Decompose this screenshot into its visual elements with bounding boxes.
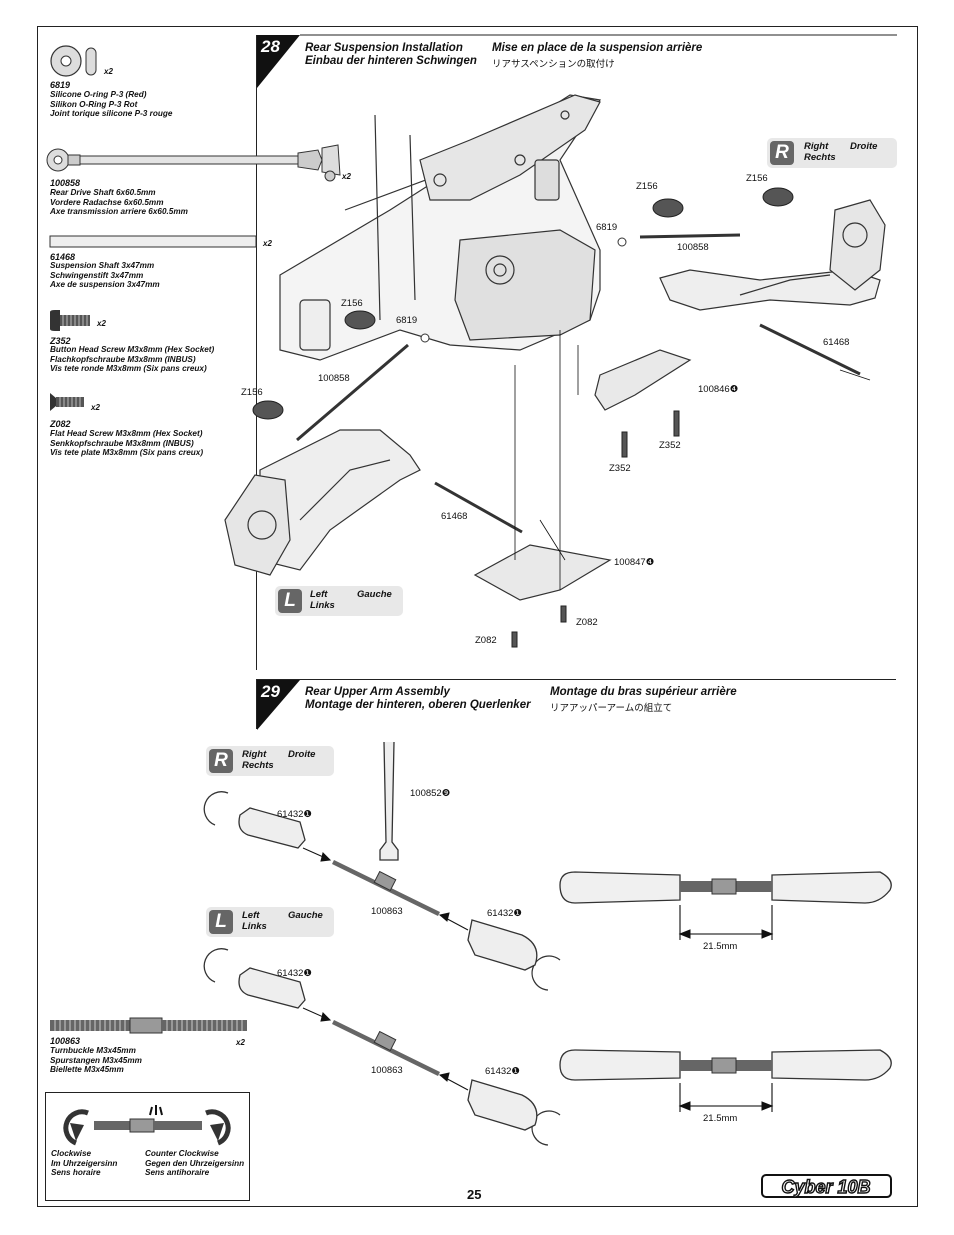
part-number: Z082 xyxy=(50,419,71,429)
part-qty: x2 xyxy=(342,172,351,181)
step29-number: 29 xyxy=(261,682,280,701)
counter-clockwise-arrow-icon xyxy=(210,1123,224,1141)
step29-column-divider xyxy=(256,679,257,729)
step28-label: 100858 xyxy=(677,242,709,253)
column-divider xyxy=(256,35,257,670)
right-letter-icon: R xyxy=(209,749,233,773)
step28-title-de: Einbau der hinteren Schwingen xyxy=(305,55,477,67)
right-label-en: Right xyxy=(242,749,267,760)
step28-title-en: Rear Suspension Installation xyxy=(305,42,463,54)
step28-label: Z156 xyxy=(341,298,363,309)
right-letter-icon: R xyxy=(770,141,794,165)
left-label-fr: Gauche xyxy=(357,589,392,600)
part-qty: x2 xyxy=(97,319,106,328)
step28-number: 28 xyxy=(261,37,280,56)
left-label-en: Left xyxy=(310,589,328,600)
step28-label: Z352 xyxy=(609,463,631,474)
part-qty: x2 xyxy=(104,67,113,76)
step28-label: 100858 xyxy=(318,373,350,384)
step28-right-side-box: R Right Rechts Droite xyxy=(767,138,897,168)
part-qty: x2 xyxy=(263,239,272,248)
step28-label: 6819 xyxy=(596,222,618,233)
step29-label: 100863 xyxy=(371,906,403,917)
left-letter-icon: L xyxy=(209,910,233,934)
left-label-fr: Gauche xyxy=(288,910,323,921)
dimension-label: 21.5mm xyxy=(703,941,738,952)
step29-label: 61432❶ xyxy=(277,968,312,979)
left-letter-icon: L xyxy=(278,589,302,613)
right-label-de: Rechts xyxy=(242,760,274,771)
part-number: 61468 xyxy=(50,252,76,262)
step28-label: Z156 xyxy=(746,173,768,184)
step29-right-side-box: R Right Rechts Droite xyxy=(206,746,334,776)
step28-label: Z352 xyxy=(659,440,681,451)
step-divider xyxy=(256,679,896,680)
dimension-label: 21.5mm xyxy=(703,1113,738,1124)
cyber-10b-logo: Cyber 10B xyxy=(760,1172,893,1200)
step28-label: 61468 xyxy=(441,511,468,522)
part-number: 100863 xyxy=(50,1036,81,1046)
part-qty: x2 xyxy=(91,403,100,412)
step28-label: Z082 xyxy=(576,617,598,628)
step28-label: 100847❹ xyxy=(614,557,655,568)
right-label-fr: Droite xyxy=(850,141,878,152)
part-number: 6819 xyxy=(50,80,71,90)
part-description: Button Head Screw M3x8mm (Hex Socket)Fla… xyxy=(50,345,215,373)
clockwise-arrow-icon xyxy=(70,1123,84,1141)
part-description: Flat Head Screw M3x8mm (Hex Socket)Senkk… xyxy=(50,429,204,457)
right-label-de: Rechts xyxy=(804,152,836,163)
left-label-en: Left xyxy=(242,910,260,921)
right-label-en: Right xyxy=(804,141,829,152)
part-qty: x2 xyxy=(236,1038,245,1047)
step29-label: 61432❶ xyxy=(277,809,312,820)
step28-left-side-box: L Left Links Gauche xyxy=(275,586,403,616)
step28-title-jp: リアサスペンションの取付け xyxy=(492,59,615,70)
step29-left-side-box: L Left Links Gauche xyxy=(206,907,334,937)
step28-label: 6819 xyxy=(396,315,418,326)
part-number: 100858 xyxy=(50,178,81,188)
part-number: Z352 xyxy=(50,336,71,346)
step28-title-fr: Mise en place de la suspension arrière xyxy=(492,42,703,54)
left-label-de: Links xyxy=(310,600,335,611)
step29-title-jp: リアアッパーアームの組立て xyxy=(550,703,673,714)
step28-label: Z156 xyxy=(636,181,658,192)
page-frame xyxy=(37,26,918,1207)
rotation-legend-graphic xyxy=(63,1105,231,1146)
step28-label: Z082 xyxy=(475,635,497,646)
step29-label: 61432❶ xyxy=(487,908,522,919)
step28-label: Z156 xyxy=(241,387,263,398)
step28-label: 61468 xyxy=(823,337,850,348)
step29-title-fr: Montage du bras supérieur arrière xyxy=(550,686,737,698)
right-label-fr: Droite xyxy=(288,749,316,760)
left-label-de: Links xyxy=(242,921,267,932)
svg-text:Cyber 10B: Cyber 10B xyxy=(781,1177,870,1197)
part-description: Silicone O-ring P-3 (Red)Silikon O-Ring … xyxy=(50,90,173,118)
step29-title-de: Montage der hinteren, oberen Querlenker xyxy=(305,699,531,711)
step29-title-en: Rear Upper Arm Assembly xyxy=(305,686,450,698)
step29-label: 61432❶ xyxy=(485,1066,520,1077)
step29-label: 100852❾ xyxy=(410,788,451,799)
step28-label: 100846❹ xyxy=(698,384,739,395)
step29-label: 100863 xyxy=(371,1065,403,1076)
page-number: 25 xyxy=(467,1187,482,1202)
